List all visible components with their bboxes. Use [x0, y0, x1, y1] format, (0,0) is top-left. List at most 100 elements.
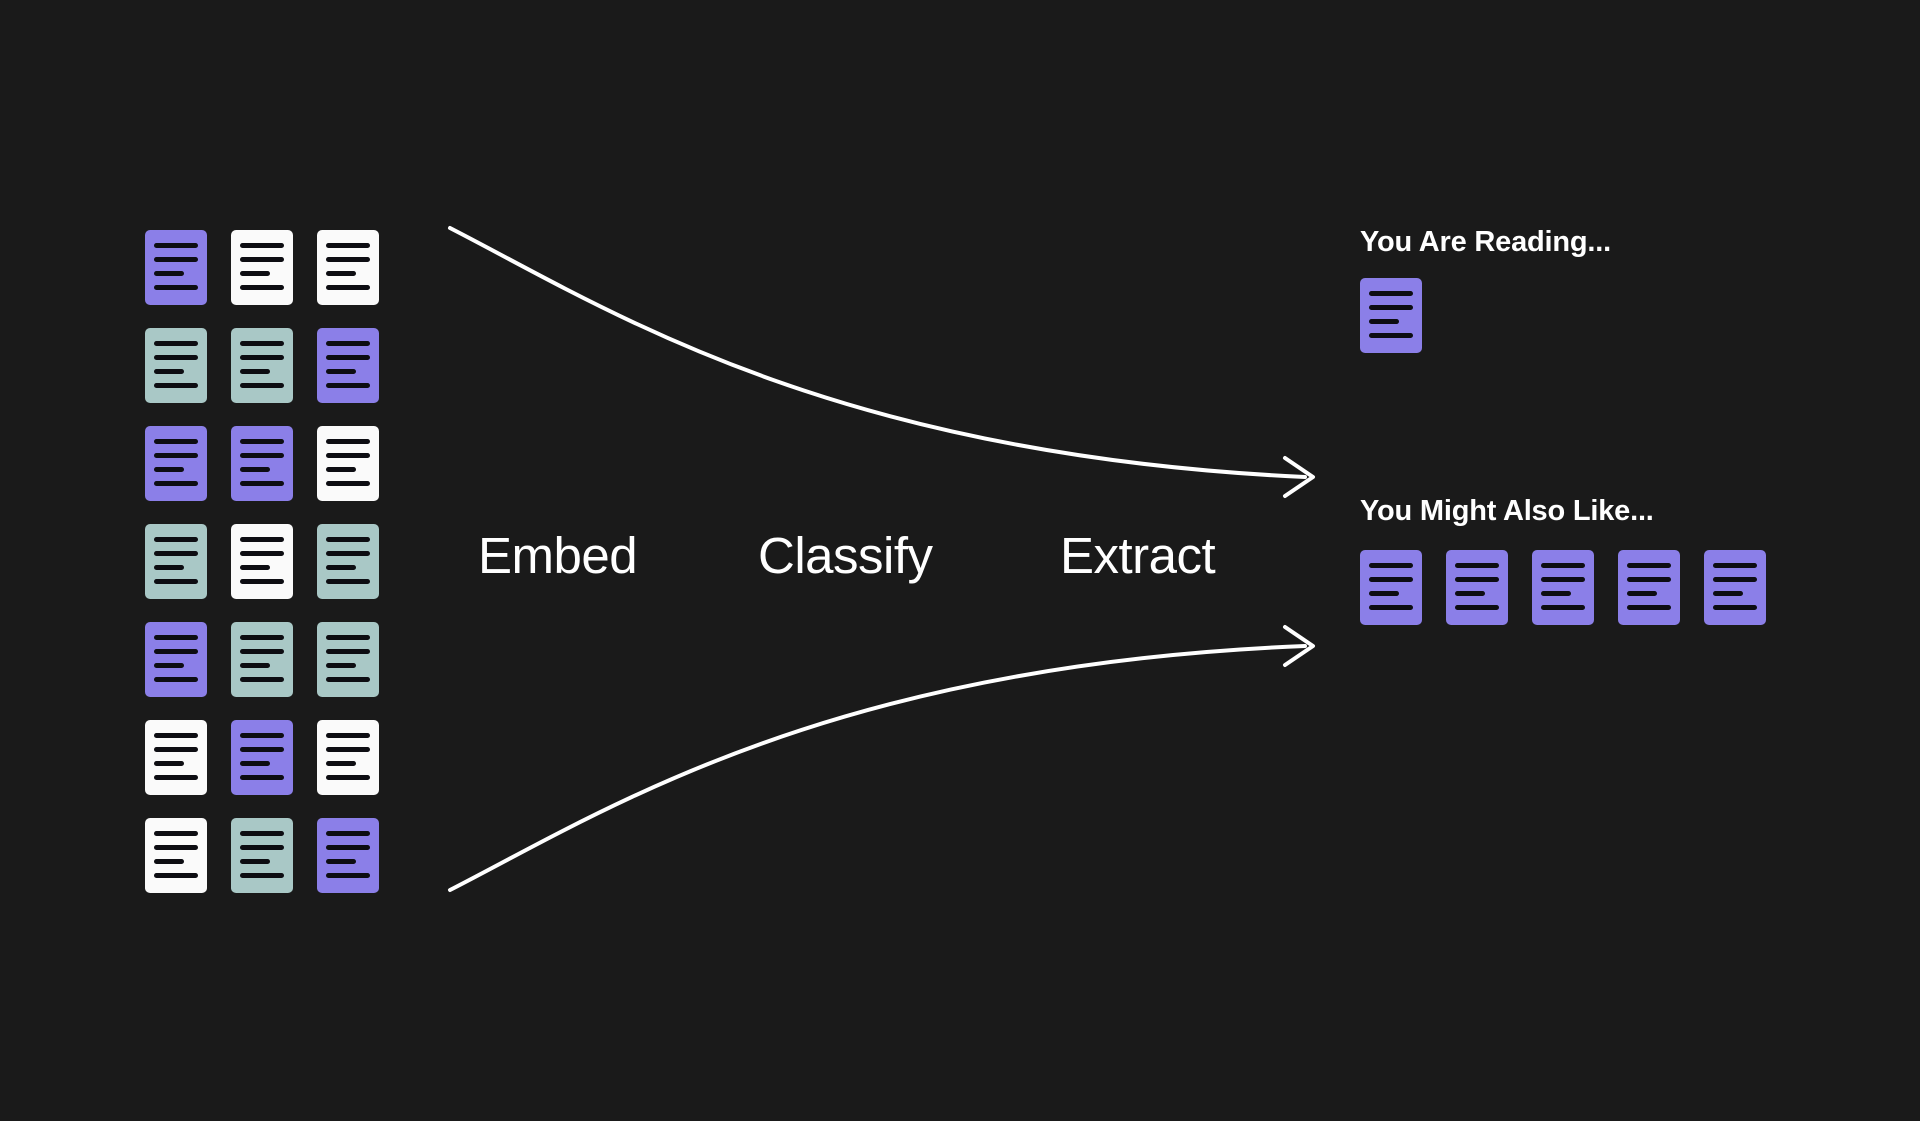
- document-text-line: [240, 537, 284, 542]
- document-card-corpus-4[interactable]: [231, 328, 293, 403]
- document-text-line: [326, 649, 370, 654]
- document-text-line: [154, 859, 184, 864]
- document-text-line: [240, 439, 284, 444]
- document-text-line: [1713, 577, 1757, 582]
- document-text-line: [1627, 563, 1671, 568]
- document-text-line: [326, 439, 370, 444]
- document-text-line: [1455, 591, 1485, 596]
- document-text-line: [154, 453, 198, 458]
- document-card-corpus-15[interactable]: [145, 720, 207, 795]
- stage-label-classify: Classify: [758, 527, 933, 584]
- document-text-line: [154, 635, 198, 640]
- document-text-line: [154, 481, 198, 486]
- document-card-corpus-0[interactable]: [145, 230, 207, 305]
- document-card-corpus-6[interactable]: [145, 426, 207, 501]
- document-text-line: [326, 775, 370, 780]
- document-card-corpus-16[interactable]: [231, 720, 293, 795]
- document-text-line: [240, 733, 284, 738]
- document-card-corpus-11[interactable]: [317, 524, 379, 599]
- document-card-you-are-reading-0[interactable]: [1360, 278, 1422, 353]
- document-text-line: [326, 243, 370, 248]
- document-card-corpus-17[interactable]: [317, 720, 379, 795]
- document-text-line: [326, 551, 370, 556]
- document-text-line: [326, 663, 356, 668]
- document-card-corpus-7[interactable]: [231, 426, 293, 501]
- document-card-corpus-5[interactable]: [317, 328, 379, 403]
- document-text-line: [240, 285, 284, 290]
- document-text-line: [154, 285, 198, 290]
- document-card-corpus-8[interactable]: [317, 426, 379, 501]
- document-card-you-might-also-like-0[interactable]: [1360, 550, 1422, 625]
- document-card-you-might-also-like-4[interactable]: [1704, 550, 1766, 625]
- document-card-corpus-12[interactable]: [145, 622, 207, 697]
- document-text-line: [154, 383, 198, 388]
- document-text-line: [1713, 563, 1757, 568]
- document-text-line: [154, 467, 184, 472]
- document-card-corpus-10[interactable]: [231, 524, 293, 599]
- document-card-corpus-3[interactable]: [145, 328, 207, 403]
- document-text-line: [154, 369, 184, 374]
- document-text-line: [154, 439, 198, 444]
- document-text-line: [240, 467, 270, 472]
- document-text-line: [326, 481, 370, 486]
- document-card-you-might-also-like-1[interactable]: [1446, 550, 1508, 625]
- document-card-corpus-13[interactable]: [231, 622, 293, 697]
- document-text-line: [154, 831, 198, 836]
- document-text-line: [326, 859, 356, 864]
- output-heading-you-might-also-like: You Might Also Like...: [1360, 495, 1654, 527]
- document-text-line: [1455, 605, 1499, 610]
- document-card-you-might-also-like-3[interactable]: [1618, 550, 1680, 625]
- document-text-line: [326, 467, 356, 472]
- document-text-line: [326, 537, 370, 542]
- top-flow-arrow: [448, 226, 1315, 498]
- document-text-line: [154, 565, 184, 570]
- document-text-line: [326, 677, 370, 682]
- document-text-line: [326, 579, 370, 584]
- document-text-line: [326, 341, 370, 346]
- document-text-line: [1369, 605, 1413, 610]
- document-text-line: [1369, 291, 1413, 296]
- document-text-line: [326, 271, 356, 276]
- stage-label-extract: Extract: [1060, 527, 1216, 584]
- document-text-line: [154, 537, 198, 542]
- document-card-corpus-14[interactable]: [317, 622, 379, 697]
- document-text-line: [326, 831, 370, 836]
- document-text-line: [326, 355, 370, 360]
- document-text-line: [240, 873, 284, 878]
- document-card-corpus-19[interactable]: [231, 818, 293, 893]
- document-text-line: [1627, 605, 1671, 610]
- document-text-line: [1369, 591, 1399, 596]
- document-text-line: [326, 747, 370, 752]
- document-text-line: [1627, 591, 1657, 596]
- document-text-line: [240, 677, 284, 682]
- document-text-line: [326, 369, 356, 374]
- document-text-line: [154, 761, 184, 766]
- document-text-line: [326, 635, 370, 640]
- document-text-line: [240, 579, 284, 584]
- document-card-corpus-18[interactable]: [145, 818, 207, 893]
- document-text-line: [240, 831, 284, 836]
- document-text-line: [240, 635, 284, 640]
- document-text-line: [1627, 577, 1671, 582]
- document-text-line: [240, 565, 270, 570]
- document-text-line: [154, 663, 184, 668]
- document-text-line: [240, 341, 284, 346]
- document-text-line: [1369, 319, 1399, 324]
- document-card-you-might-also-like-2[interactable]: [1532, 550, 1594, 625]
- document-text-line: [154, 341, 198, 346]
- document-text-line: [1455, 577, 1499, 582]
- document-card-corpus-20[interactable]: [317, 818, 379, 893]
- document-text-line: [1713, 605, 1757, 610]
- document-text-line: [326, 733, 370, 738]
- output-heading-you-are-reading: You Are Reading...: [1360, 226, 1611, 258]
- document-card-corpus-2[interactable]: [317, 230, 379, 305]
- document-card-corpus-1[interactable]: [231, 230, 293, 305]
- document-card-corpus-9[interactable]: [145, 524, 207, 599]
- output-row-you-are-reading: [1360, 278, 1422, 353]
- document-text-line: [240, 257, 284, 262]
- top-flow-arrow-head: [1283, 456, 1315, 498]
- document-text-line: [240, 369, 270, 374]
- stage-label-embed: Embed: [478, 527, 638, 584]
- document-corpus-grid: [145, 230, 379, 893]
